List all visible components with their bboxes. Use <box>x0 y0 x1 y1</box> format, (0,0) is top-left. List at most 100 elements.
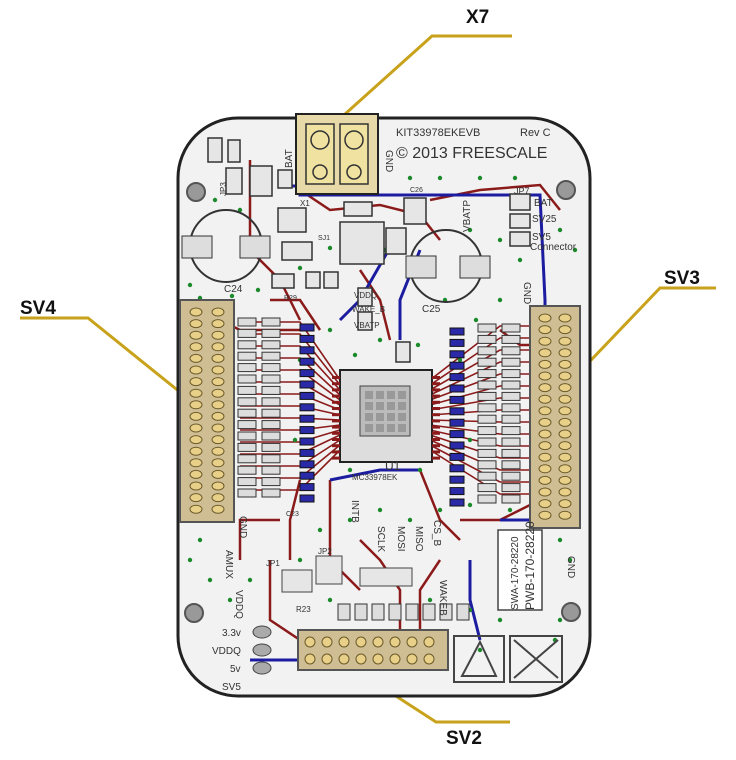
header-pin <box>211 469 225 479</box>
header-pin <box>538 336 552 346</box>
header-pin <box>211 365 225 375</box>
smd-resistor <box>501 403 521 413</box>
chip-pin <box>332 388 340 392</box>
smd-resistor <box>501 426 521 436</box>
smd-resistor <box>261 317 281 327</box>
header-pin <box>558 371 572 381</box>
silk-cs-b: CS_B <box>431 520 442 546</box>
chip-pin <box>432 444 440 448</box>
header-pin <box>558 336 572 346</box>
header-pin <box>558 313 572 323</box>
thermal-pad <box>365 391 373 399</box>
smd-resistor <box>237 454 257 464</box>
smd-resistor <box>237 340 257 350</box>
copyright-text: © 2013 FREESCALE <box>396 145 547 162</box>
header-pin <box>538 510 552 520</box>
smd-resistor <box>405 603 419 621</box>
smd-resistor <box>371 603 385 621</box>
header-pin <box>211 411 225 421</box>
revision-text: Rev C <box>520 127 551 139</box>
silk-vddq: VDDQ <box>354 291 377 300</box>
thermal-pad <box>387 424 395 432</box>
smd-resistor <box>477 426 497 436</box>
silk-vddq3: VDDQ <box>212 646 241 657</box>
smd-capacitor <box>299 391 315 400</box>
header-pin <box>558 406 572 416</box>
header-pin <box>538 371 552 381</box>
smd-resistor <box>261 374 281 384</box>
chip-pin <box>332 413 340 417</box>
header-pin <box>211 493 225 503</box>
header-pin <box>189 458 203 468</box>
smd-resistor <box>237 363 257 373</box>
header-pin <box>189 481 203 491</box>
smd-capacitor <box>449 498 465 507</box>
silk-x1: X1 <box>300 199 310 208</box>
smd-capacitor <box>299 380 315 389</box>
header-pin <box>558 348 572 358</box>
header-pin <box>558 325 572 335</box>
silk-mosi: MOSI <box>395 526 406 552</box>
header-pin <box>389 636 401 648</box>
header-pin <box>558 510 572 520</box>
header-pin <box>211 388 225 398</box>
header-pin <box>321 636 333 648</box>
sv2-pins <box>304 636 435 665</box>
smd-capacitor <box>299 426 315 435</box>
smd-capacitor <box>449 441 465 450</box>
header-pin <box>558 394 572 404</box>
thermal-pad <box>365 424 373 432</box>
smd-resistor <box>237 374 257 384</box>
sv2-header <box>297 629 449 671</box>
header-pin <box>189 423 203 433</box>
silk-sv5a: SV5 <box>532 232 551 243</box>
silk-amux: AMUX <box>223 550 234 579</box>
smd-resistor <box>501 380 521 390</box>
silk-miso: MISO <box>413 526 424 552</box>
header-pin <box>189 365 203 375</box>
header-pin <box>211 458 225 468</box>
smd-resistor <box>477 460 497 470</box>
smd-resistor <box>477 437 497 447</box>
smd-resistor <box>477 448 497 458</box>
header-pin <box>189 307 203 317</box>
smd-resistor <box>477 483 497 493</box>
header-pin <box>538 429 552 439</box>
smd-capacitor <box>299 369 315 378</box>
silk-jp1: JP1 <box>266 559 280 568</box>
smd-resistor <box>237 477 257 487</box>
smd-resistor <box>501 357 521 367</box>
chip-pin <box>432 394 440 398</box>
header-pin <box>558 499 572 509</box>
smd-resistor <box>354 603 368 621</box>
chip-pin <box>432 376 440 379</box>
silk-gnd: GND <box>383 150 394 172</box>
smd-resistor <box>237 328 257 338</box>
smd-capacitor <box>299 494 315 503</box>
header-pin <box>211 353 225 363</box>
header-pin <box>304 653 316 665</box>
smd-capacitor <box>299 437 315 446</box>
silk-gnd-bottom-right: GND <box>565 556 576 578</box>
chip-pin <box>332 394 340 398</box>
header-pin <box>538 313 552 323</box>
silk-wake-b: WAKE_B <box>352 305 385 314</box>
silk-c25: C25 <box>422 304 441 315</box>
header-pin <box>538 359 552 369</box>
header-pin <box>211 481 225 491</box>
smd-capacitor <box>299 448 315 457</box>
chip-pin <box>432 413 440 417</box>
smd-resistor <box>439 603 453 621</box>
smd-resistor <box>477 346 497 356</box>
smd-resistor <box>501 448 521 458</box>
chip-pin <box>332 407 340 410</box>
header-pin <box>211 400 225 410</box>
callout-sv2: SV2 <box>446 728 482 749</box>
smd-resistor <box>261 340 281 350</box>
recycling-symbols <box>453 635 563 683</box>
callout-x7: X7 <box>466 7 490 28</box>
silk-sj1: SJ1 <box>318 235 330 242</box>
sv4-pins <box>189 307 225 514</box>
smd-resistor <box>237 465 257 475</box>
